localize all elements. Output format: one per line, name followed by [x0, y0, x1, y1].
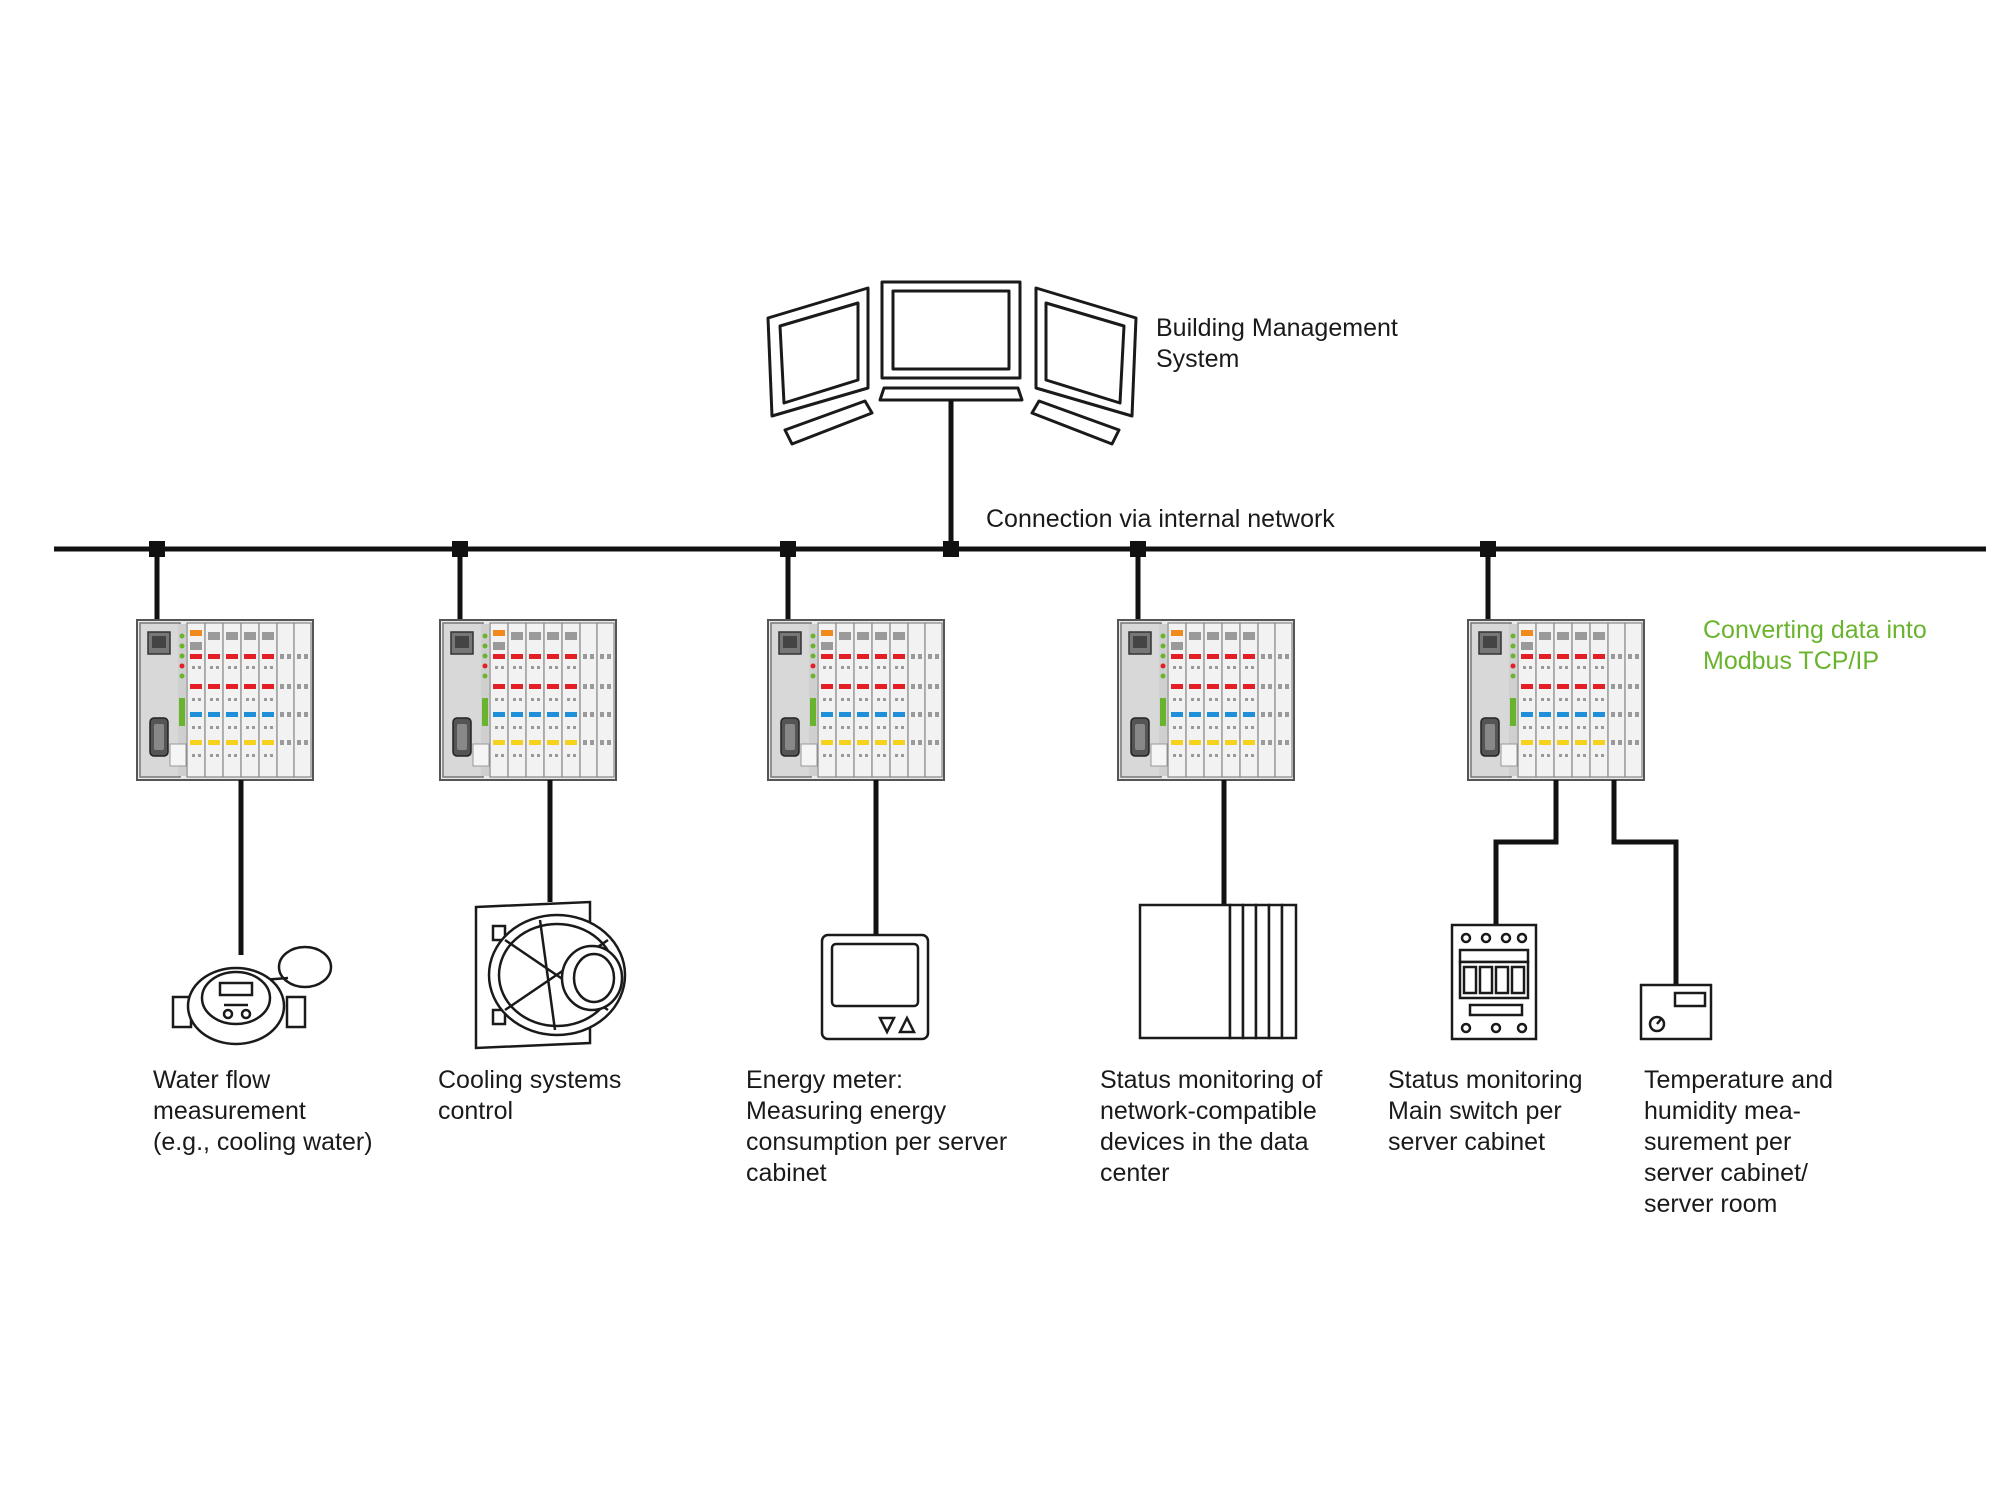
thermostat-icon [1639, 983, 1713, 1041]
plc-controller-3 [767, 619, 945, 781]
device-label-line: cabinet [746, 1159, 827, 1187]
device-label-line: network-compatible [1100, 1097, 1317, 1125]
device-label-network-devices: Status monitoring of network-compatible … [1100, 1065, 1322, 1189]
device-label-line: consumption per server [746, 1128, 1008, 1156]
device-label-line: Water flow [153, 1066, 271, 1094]
device-label-line: Temperature and [1644, 1066, 1834, 1094]
plc-controller-2 [439, 619, 617, 781]
energy-meter-icon [820, 933, 930, 1041]
network-label: Connection via internal network [986, 504, 1335, 535]
circuit-breaker-icon [1450, 923, 1538, 1041]
plc-controller-1 [136, 619, 314, 781]
device-label-line: Cooling systems [438, 1066, 622, 1094]
device-label-line: server cabinet [1388, 1128, 1546, 1156]
plc-controller-4 [1117, 619, 1295, 781]
device-label-line: surement per [1644, 1128, 1792, 1156]
device-label-temp-humidity: Temperature and humidity mea- surement p… [1644, 1065, 1833, 1220]
device-label-line: measurement [153, 1097, 306, 1125]
converter-label: Converting data into Modbus TCP/IP [1703, 615, 1927, 677]
controller-drop-lines [154, 549, 1491, 620]
plc-controller-5 [1467, 619, 1645, 781]
bms-label: Building Management System [1156, 313, 1398, 375]
device-label-line: center [1100, 1159, 1170, 1187]
device-label-line: Energy meter: [746, 1066, 904, 1094]
device-label-line: (e.g., cooling water) [153, 1128, 373, 1156]
bms-label-line2: System [1156, 345, 1240, 373]
device-label-energy-meter: Energy meter: Measuring energy consumpti… [746, 1065, 1007, 1189]
device-label-line: Status monitoring [1388, 1066, 1583, 1094]
converter-label-line2: Modbus TCP/IP [1703, 647, 1880, 675]
device-label-line: Main switch per [1388, 1097, 1562, 1125]
fan-unit-icon [474, 900, 627, 1050]
device-label-line: server cabinet/ [1644, 1159, 1808, 1187]
converter-label-line1: Converting data into [1703, 616, 1927, 644]
device-label-line: server room [1644, 1190, 1778, 1218]
device-label-line: Status monitoring of [1100, 1066, 1323, 1094]
device-cables [238, 780, 1679, 985]
water-meter-icon [171, 945, 333, 1046]
device-label-main-switch: Status monitoring Main switch per server… [1388, 1065, 1583, 1158]
device-label-line: devices in the data [1100, 1128, 1309, 1156]
device-label-line: Measuring energy [746, 1097, 947, 1125]
network-label-text: Connection via internal network [986, 505, 1335, 533]
device-label-line: humidity mea- [1644, 1097, 1801, 1125]
device-label-water-flow: Water flow measurement (e.g., cooling wa… [153, 1065, 373, 1158]
bms-label-line1: Building Management [1156, 314, 1398, 342]
device-label-line: control [438, 1097, 514, 1125]
device-label-cooling: Cooling systems control [438, 1065, 621, 1127]
building-management-system-icon [766, 280, 1138, 446]
server-rack-icon [1138, 903, 1298, 1040]
